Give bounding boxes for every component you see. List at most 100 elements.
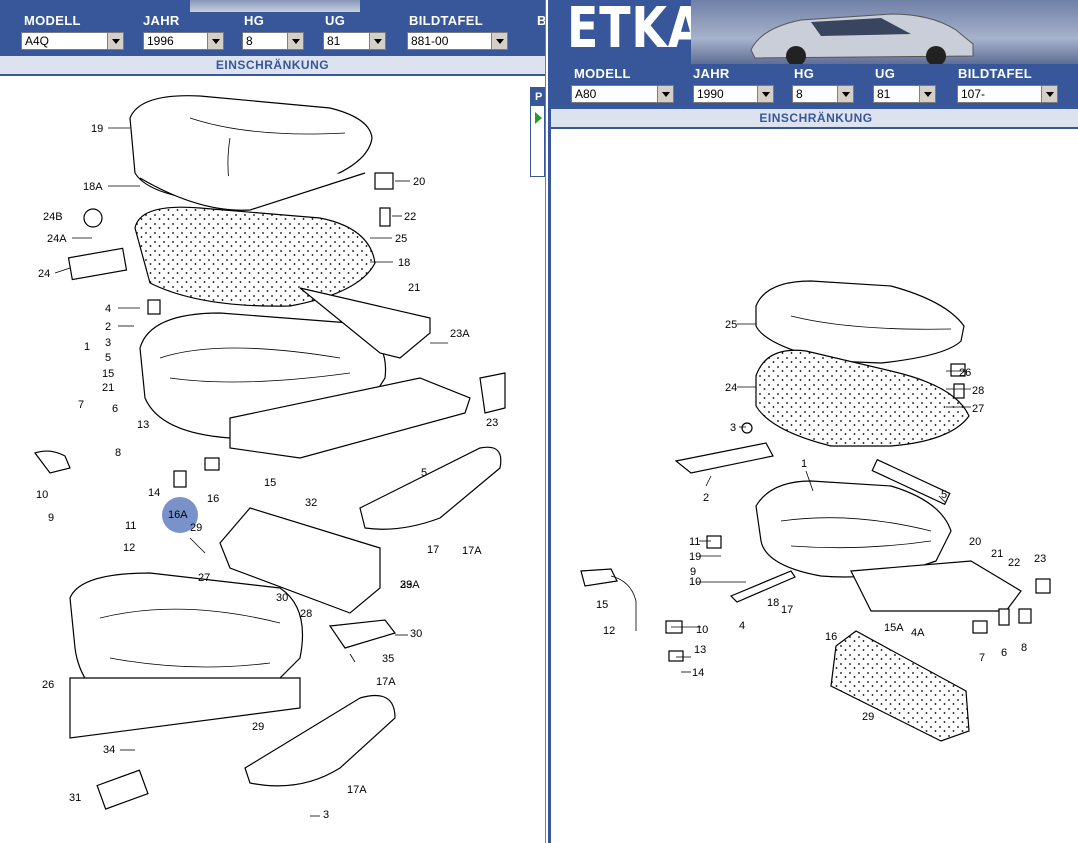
chevron-down-icon[interactable]	[107, 33, 123, 49]
svg-text:17: 17	[427, 544, 439, 556]
leader-lines	[671, 323, 971, 673]
svg-text:21: 21	[991, 548, 1003, 560]
part-20[interactable]	[374, 172, 394, 190]
bildtafel-select[interactable]: 107-	[957, 85, 1058, 103]
chevron-down-icon[interactable]	[207, 33, 223, 49]
side-panel[interactable]: P	[530, 87, 545, 177]
rail-35[interactable]	[69, 677, 301, 739]
part-16[interactable]	[204, 457, 220, 471]
right-header-bar: ETKA MODELL JAHR HG UG BILDTAFEL A80 199…	[551, 0, 1078, 109]
svg-text:10: 10	[696, 624, 708, 636]
svg-text:9: 9	[690, 566, 696, 578]
einschraenkung-bar[interactable]: EINSCHRÄNKUNG	[0, 56, 545, 74]
cushion-24[interactable]	[755, 349, 970, 447]
part-2[interactable]	[674, 442, 774, 474]
play-icon[interactable]	[535, 112, 542, 124]
svg-text:29: 29	[252, 721, 264, 733]
label-extra: B	[537, 13, 546, 28]
seat-frame-1[interactable]	[755, 480, 952, 578]
part-22[interactable]	[379, 207, 391, 227]
ug-select[interactable]: 81	[323, 32, 386, 50]
svg-text:2: 2	[105, 321, 111, 333]
svg-text:32: 32	[305, 497, 317, 509]
bar-21[interactable]	[299, 287, 431, 359]
part-6[interactable]	[998, 608, 1010, 626]
part-28[interactable]	[328, 619, 397, 649]
lever-12[interactable]	[610, 575, 637, 631]
chevron-down-icon[interactable]	[491, 33, 507, 49]
part-28[interactable]	[953, 383, 965, 399]
part-4[interactable]	[147, 299, 161, 315]
hg-select[interactable]: 8	[792, 85, 854, 103]
part-24[interactable]	[67, 247, 128, 281]
cushion-18[interactable]	[134, 206, 376, 307]
part-26[interactable]	[950, 363, 966, 377]
svg-text:21: 21	[102, 382, 114, 394]
svg-text:17A: 17A	[347, 784, 367, 796]
part-23[interactable]	[1035, 578, 1051, 594]
etka-logo: ETKA	[567, 0, 705, 61]
jahr-select[interactable]: 1990	[693, 85, 774, 103]
part-16a[interactable]	[173, 470, 187, 488]
callouts-left: 19 18A 20 22 24B 24A 25 18 24 21 4 2 1 3…	[36, 123, 498, 821]
svg-text:15: 15	[102, 368, 114, 380]
svg-text:8: 8	[115, 447, 121, 459]
part-13[interactable]	[668, 650, 684, 662]
hg-select[interactable]: 8	[242, 32, 304, 50]
svg-text:5: 5	[421, 467, 427, 479]
part-7[interactable]	[972, 620, 988, 634]
chevron-down-icon[interactable]	[657, 86, 673, 102]
svg-text:4A: 4A	[911, 627, 925, 639]
chevron-down-icon[interactable]	[1041, 86, 1057, 102]
side-tab[interactable]: P	[531, 88, 544, 106]
chevron-down-icon[interactable]	[757, 86, 773, 102]
part-34[interactable]	[96, 769, 149, 810]
chevron-down-icon[interactable]	[369, 33, 385, 49]
part-3[interactable]	[741, 422, 753, 434]
svg-text:29: 29	[862, 711, 874, 723]
chevron-down-icon[interactable]	[837, 86, 853, 102]
modell-select[interactable]: A4Q	[21, 32, 124, 50]
svg-text:16: 16	[825, 631, 837, 643]
handle-15[interactable]	[580, 568, 618, 587]
svg-text:4: 4	[105, 303, 111, 315]
callouts-right: 25 26 24 28 27 3 1 2 5 11 19 9 10 20 21 …	[596, 319, 1046, 723]
part-24b[interactable]	[83, 208, 103, 228]
svg-text:6: 6	[112, 403, 118, 415]
svg-text:19: 19	[689, 551, 701, 563]
chevron-down-icon[interactable]	[287, 33, 303, 49]
jahr-select[interactable]: 1996	[143, 32, 224, 50]
panel-32[interactable]	[219, 507, 381, 614]
svg-text:5: 5	[105, 352, 111, 364]
svg-text:13: 13	[694, 644, 706, 656]
bracket-23[interactable]	[479, 372, 506, 414]
hg-value: 8	[246, 34, 253, 48]
bildtafel-select[interactable]: 881-00	[407, 32, 508, 50]
svg-text:28: 28	[972, 385, 984, 397]
part-10[interactable]	[34, 450, 71, 474]
side-trim-17[interactable]	[359, 446, 502, 530]
chevron-down-icon[interactable]	[919, 86, 935, 102]
foam-pad-18a[interactable]	[139, 172, 366, 211]
einschraenkung-bar[interactable]: EINSCHRÄNKUNG	[551, 109, 1078, 127]
ug-select[interactable]: 81	[873, 85, 936, 103]
svg-text:23: 23	[486, 417, 498, 429]
svg-text:20: 20	[413, 176, 425, 188]
plate-29[interactable]	[830, 630, 970, 742]
svg-text:3: 3	[730, 422, 736, 434]
label-jahr: JAHR	[143, 13, 180, 28]
seat-rail[interactable]	[229, 377, 471, 459]
modell-select[interactable]: A80	[571, 85, 674, 103]
rail-5[interactable]	[871, 458, 951, 506]
highlight-16a[interactable]	[162, 497, 198, 533]
part-8[interactable]	[1018, 608, 1032, 624]
svg-text:7: 7	[979, 652, 985, 664]
trim-31[interactable]	[244, 694, 396, 787]
part-4[interactable]	[729, 570, 796, 603]
jahr-value: 1996	[147, 34, 174, 48]
svg-text:22: 22	[1008, 557, 1020, 569]
mechanism-15a[interactable]	[850, 560, 1022, 612]
svg-text:24: 24	[38, 268, 50, 280]
svg-text:12: 12	[603, 625, 615, 637]
part-11[interactable]	[706, 535, 722, 549]
